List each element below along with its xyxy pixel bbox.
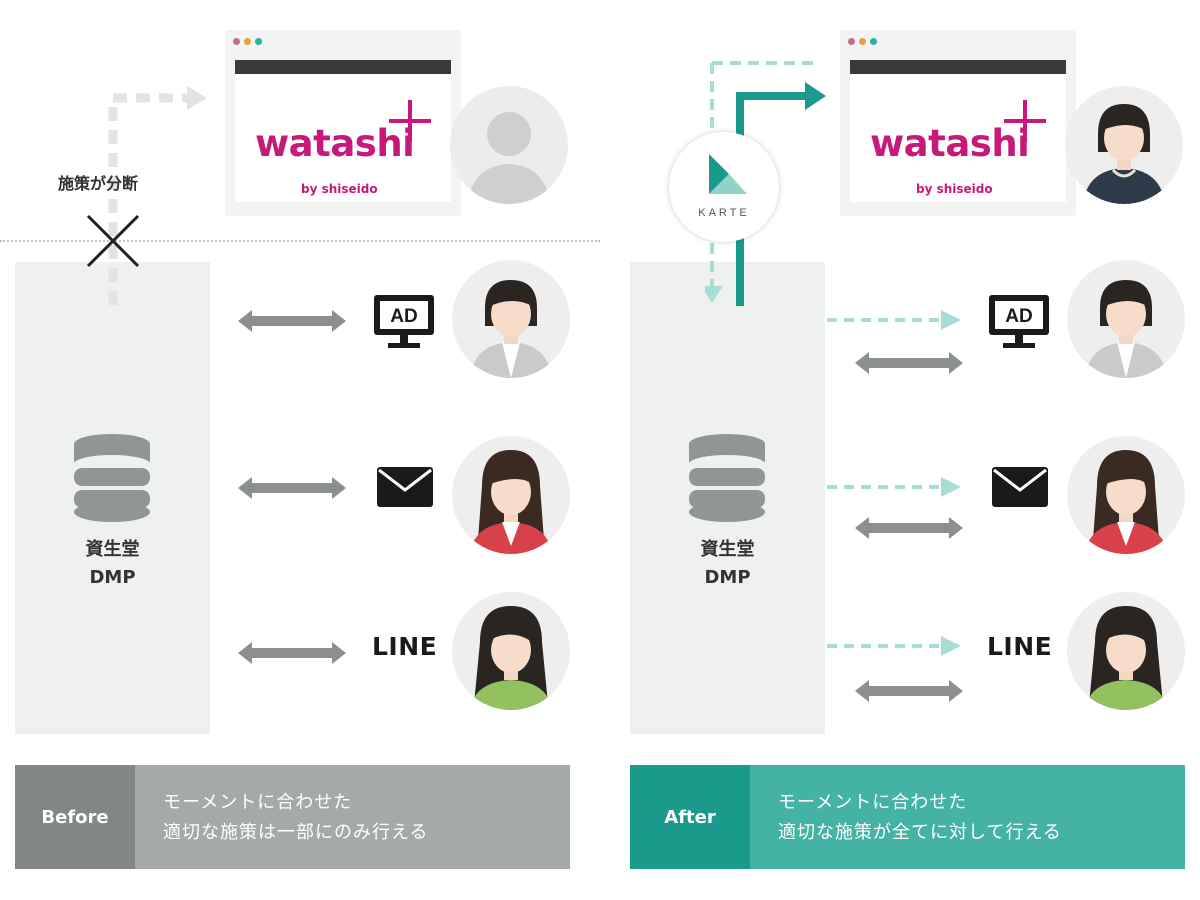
window-dot <box>244 38 251 45</box>
user-avatar-line <box>452 592 570 710</box>
double-arrow-line <box>238 642 346 664</box>
brand-plus-icon <box>1004 100 1046 142</box>
envelope-icon <box>376 466 434 512</box>
after-description-line2: 適切な施策が全てに対して行える <box>778 822 1062 843</box>
identified-user-avatar <box>1065 86 1183 204</box>
divider-line <box>0 240 600 242</box>
database-icon <box>74 434 150 522</box>
envelope-icon <box>991 466 1049 512</box>
karte-badge: KARTE <box>669 132 779 242</box>
dmp-label-line1: 資生堂 <box>85 539 140 560</box>
before-panel: watashi by shiseido 施策が分断 資生堂 DMP <box>0 30 600 869</box>
double-arrow-ad <box>855 352 963 374</box>
broken-flow-arrow <box>108 86 207 305</box>
user-avatar-line <box>1067 592 1185 710</box>
cut-label: 施策が分断 <box>58 174 139 193</box>
dmp-label-line1: 資生堂 <box>700 539 755 560</box>
browser-toolbar <box>850 60 1066 74</box>
brand-logo-sub: by shiseido <box>916 182 993 196</box>
database-icon <box>689 434 765 522</box>
line-label: LINE <box>372 632 438 661</box>
double-arrow-ad <box>238 310 346 332</box>
before-description-line1: モーメントに合わせた <box>163 792 353 813</box>
double-arrow-mail <box>855 517 963 539</box>
line-label: LINE <box>987 632 1053 661</box>
browser-page: watashi by shiseido <box>235 74 451 202</box>
after-panel: watashi by shiseido KARTE <box>615 0 1200 900</box>
after-footer: After モーメントに合わせた 適切な施策が全てに対して行える <box>630 765 1185 869</box>
brand-logo-word: watashi <box>870 122 1030 165</box>
dashed-arrow-line <box>827 636 961 656</box>
user-avatar-mail <box>452 436 570 554</box>
brand-logo-word: watashi <box>255 122 415 165</box>
ad-label: AD <box>1005 306 1032 327</box>
brand-logo-sub: by shiseido <box>301 182 378 196</box>
anonymous-user-avatar <box>450 86 568 204</box>
browser-window: watashi by shiseido <box>225 30 461 216</box>
window-dot <box>255 38 262 45</box>
after-description: モーメントに合わせた 適切な施策が全てに対して行える <box>750 765 1185 869</box>
dashed-arrow-ad <box>827 310 961 330</box>
browser-toolbar <box>235 60 451 74</box>
ad-label: AD <box>390 306 417 327</box>
window-dot <box>233 38 240 45</box>
before-description-line2: 適切な施策は一部にのみ行える <box>163 822 429 843</box>
before-footer: Before モーメントに合わせた 適切な施策は一部にのみ行える <box>15 765 570 869</box>
user-avatar-mail <box>1067 436 1185 554</box>
double-arrow-mail <box>238 477 346 499</box>
before-tag: Before <box>15 765 135 869</box>
karte-logo-icon <box>709 154 729 194</box>
brand-plus-icon <box>389 100 431 142</box>
dmp-label-line2: DMP <box>89 567 136 588</box>
user-avatar-ad <box>452 260 570 378</box>
browser-page: watashi by shiseido <box>850 74 1066 202</box>
double-arrow-line <box>855 680 963 702</box>
user-avatar-ad <box>1067 260 1185 378</box>
window-dot <box>848 38 855 45</box>
after-description-line1: モーメントに合わせた <box>778 792 968 813</box>
after-tag: After <box>630 765 750 869</box>
ad-monitor-icon: AD <box>987 293 1051 353</box>
karte-label: KARTE <box>698 207 749 219</box>
dmp-label: 資生堂 DMP <box>630 536 825 592</box>
window-dot <box>859 38 866 45</box>
before-description: モーメントに合わせた 適切な施策は一部にのみ行える <box>135 765 570 869</box>
dmp-label: 資生堂 DMP <box>15 536 210 592</box>
dmp-label-line2: DMP <box>704 567 751 588</box>
browser-window: watashi by shiseido <box>840 30 1076 216</box>
dashed-arrow-mail <box>827 477 961 497</box>
window-dot <box>870 38 877 45</box>
cross-mark-icon <box>86 214 140 268</box>
ad-monitor-icon: AD <box>372 293 436 353</box>
